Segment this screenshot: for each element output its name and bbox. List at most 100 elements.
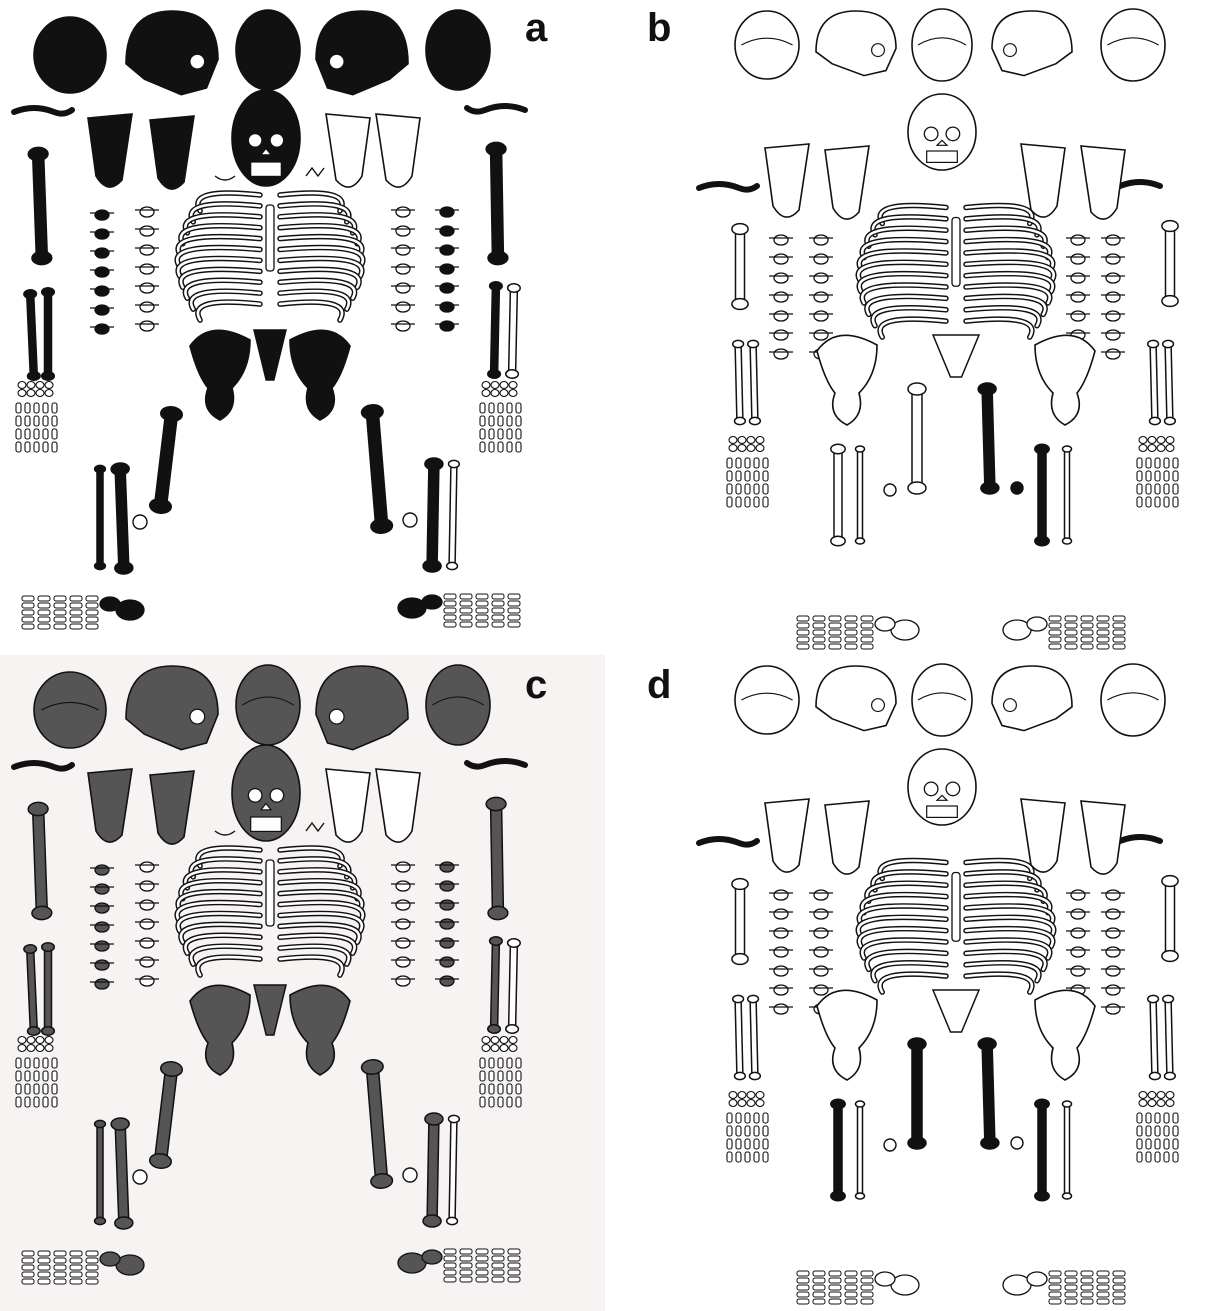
foot-phalanx [508, 1270, 520, 1275]
juvenile-fibula-right [1063, 1101, 1072, 1199]
vertebra [774, 985, 788, 995]
vertebra [140, 283, 154, 293]
juvenile-pelvis-right [1035, 335, 1095, 425]
foot-phalanx [444, 615, 456, 620]
scapula-left-a [88, 769, 132, 842]
phalanx [52, 1084, 57, 1094]
vertebra [774, 254, 788, 264]
foot-phalanx [813, 1271, 825, 1276]
phalanx [1155, 458, 1160, 468]
juvenile-skull-frontal-view [908, 94, 976, 170]
hand-left [16, 1037, 57, 1108]
phalanx [52, 1058, 57, 1068]
tibia-left [111, 463, 133, 575]
carpal [1157, 1092, 1165, 1099]
phalanx [43, 403, 48, 413]
vertebrae-right-a [391, 207, 415, 331]
phalanx [763, 471, 768, 481]
phalanx [498, 429, 503, 439]
juvenile-scapula-right-b [1081, 801, 1125, 874]
carpal [1166, 445, 1174, 452]
phalanx [489, 1058, 494, 1068]
phalanx [16, 403, 21, 413]
sternum [266, 860, 274, 926]
carpal [18, 390, 26, 397]
skull-lateral-left [126, 11, 218, 95]
phalanx [507, 1058, 512, 1068]
scapula-right-b [376, 769, 420, 842]
vertebra [1106, 273, 1120, 283]
foot-phalanx [460, 594, 472, 599]
foot-phalanx [86, 624, 98, 629]
vertebra [1071, 311, 1085, 321]
phalanx [1164, 497, 1169, 507]
carpal [729, 437, 737, 444]
juvenile-skull-superior-view [1101, 664, 1165, 736]
phalanx [489, 429, 494, 439]
skull-superior-view [426, 665, 490, 745]
foot-phalanx [460, 608, 472, 613]
carpal [27, 390, 35, 397]
foot-phalanx [1065, 1278, 1077, 1283]
vertebra [140, 938, 154, 948]
foot-left [22, 596, 144, 629]
juvenile-radius-right [1148, 995, 1161, 1079]
vertebra [95, 324, 109, 334]
foot-phalanx [845, 1299, 857, 1304]
phalanx [507, 403, 512, 413]
foot-phalanx [70, 1265, 82, 1270]
vertebrae-right-a [391, 862, 415, 986]
foot-phalanx [829, 1285, 841, 1290]
foot-phalanx [460, 615, 472, 620]
phalanx [507, 1097, 512, 1107]
skeleton-diagram-d [605, 655, 1210, 1311]
carpal [747, 437, 755, 444]
foot-phalanx [70, 1258, 82, 1263]
juvenile-skull-lateral-right [992, 11, 1072, 76]
phalanx [763, 458, 768, 468]
vertebra [440, 938, 454, 948]
vertebra [95, 865, 109, 875]
vertebra [95, 286, 109, 296]
foot-phalanx [476, 1249, 488, 1254]
juvenile-radius-left [733, 995, 746, 1079]
phalanx [754, 1126, 759, 1136]
juvenile-ulna-right [1163, 340, 1176, 424]
carpal [36, 382, 44, 389]
vertebra [396, 321, 410, 331]
phalanx [1137, 458, 1142, 468]
fibula-right [447, 460, 460, 569]
cervical-thoracic-vertebrae-left [90, 210, 114, 334]
foot-phalanx [861, 623, 873, 628]
foot-phalanx [861, 1271, 873, 1276]
phalanx [763, 497, 768, 507]
foot-phalanx [829, 623, 841, 628]
vertebra [1106, 909, 1120, 919]
phalanx [16, 1058, 21, 1068]
humerus-left [28, 802, 52, 920]
skull-lateral-right [316, 666, 408, 750]
foot-phalanx [1049, 630, 1061, 635]
vertebra [440, 264, 454, 274]
vertebra [1106, 292, 1120, 302]
vertebra [95, 248, 109, 258]
atlas-bone [306, 168, 324, 176]
hyoid-bone [215, 176, 235, 180]
fibula-right [447, 1115, 460, 1224]
foot-phalanx [1081, 1299, 1093, 1304]
foot-phalanx [22, 1279, 34, 1284]
foot-phalanx [797, 616, 809, 621]
foot-phalanx [460, 1270, 472, 1275]
skeleton-diagram-a [0, 0, 605, 655]
vertebra [1071, 890, 1085, 900]
carpal [756, 437, 764, 444]
phalanx [1164, 1139, 1169, 1149]
vertebra [440, 207, 454, 217]
juvenile-skull-posterior-view [912, 664, 972, 736]
talus [875, 1272, 895, 1286]
foot-phalanx [492, 594, 504, 599]
carpal [1148, 437, 1156, 444]
phalanx [754, 1152, 759, 1162]
vertebra [814, 235, 828, 245]
foot-phalanx [444, 608, 456, 613]
